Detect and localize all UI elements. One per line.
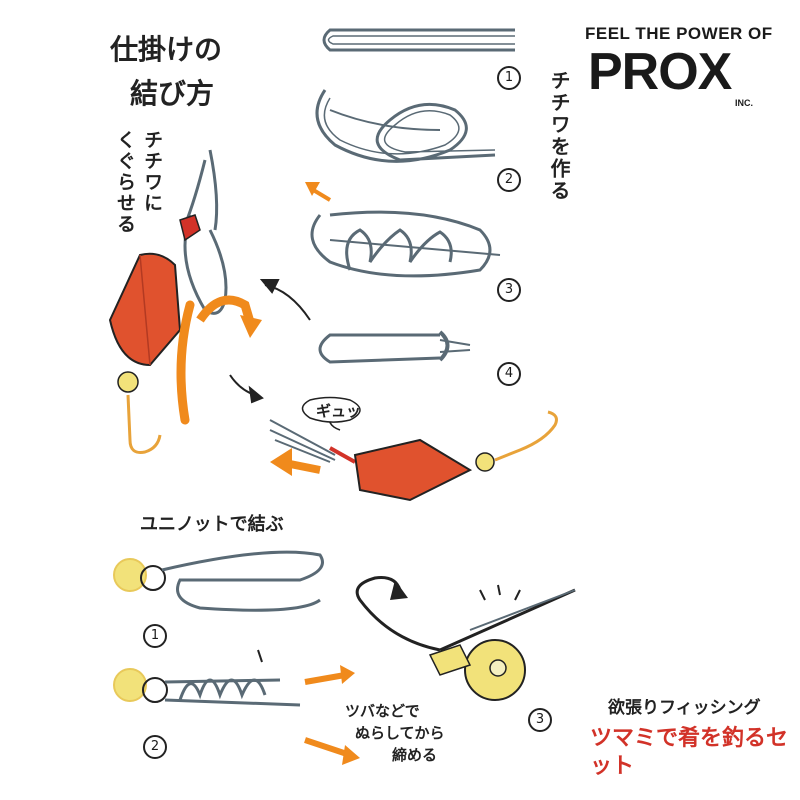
step4-loop: [318, 330, 471, 364]
make-loop-label: チチワを作る: [547, 70, 571, 202]
brand-tagline: FEEL THE POWER OF: [585, 24, 773, 43]
step-num-1: 1: [497, 66, 521, 90]
step-num-4: 4: [497, 362, 521, 386]
squeeze-label: ギュッ: [316, 402, 362, 420]
through-loop-label: チチワに くぐらせる: [114, 130, 163, 235]
step-num-2: 2: [497, 168, 521, 192]
uni-num-3: 3: [528, 708, 552, 732]
brand-logo: PROX: [588, 43, 732, 101]
series-line2: ツマミで肴を釣るセット: [590, 726, 789, 779]
brand-inc: INC.: [735, 98, 753, 108]
step3-coils: [310, 210, 501, 278]
series-line1: 欲張りフィッシング: [608, 698, 761, 718]
uni-knot-label: ユニノットで結ぶ: [140, 514, 284, 535]
uni-step2: [113, 649, 301, 707]
title-line2: 結び方: [130, 77, 215, 110]
title-line1: 仕掛けの: [110, 33, 223, 66]
wet-note-line1: ツバなどで: [345, 702, 420, 720]
left-weight-rig: [108, 149, 262, 454]
wet-note-line2: ぬらしてから: [355, 724, 445, 742]
step-num-3: 3: [497, 278, 521, 302]
uni-num-1: 1: [143, 624, 167, 648]
wet-note-line3: 締める: [392, 746, 438, 764]
flow-arrows: [229, 182, 332, 404]
step1-loop: [322, 28, 515, 52]
uni-arrows: [304, 665, 360, 765]
step2-loop: [315, 89, 496, 163]
middle-weight-rig: [269, 396, 558, 502]
jig-head-hook: [355, 576, 576, 701]
uni-num-2: 2: [143, 735, 167, 759]
uni-step1: [113, 550, 324, 612]
